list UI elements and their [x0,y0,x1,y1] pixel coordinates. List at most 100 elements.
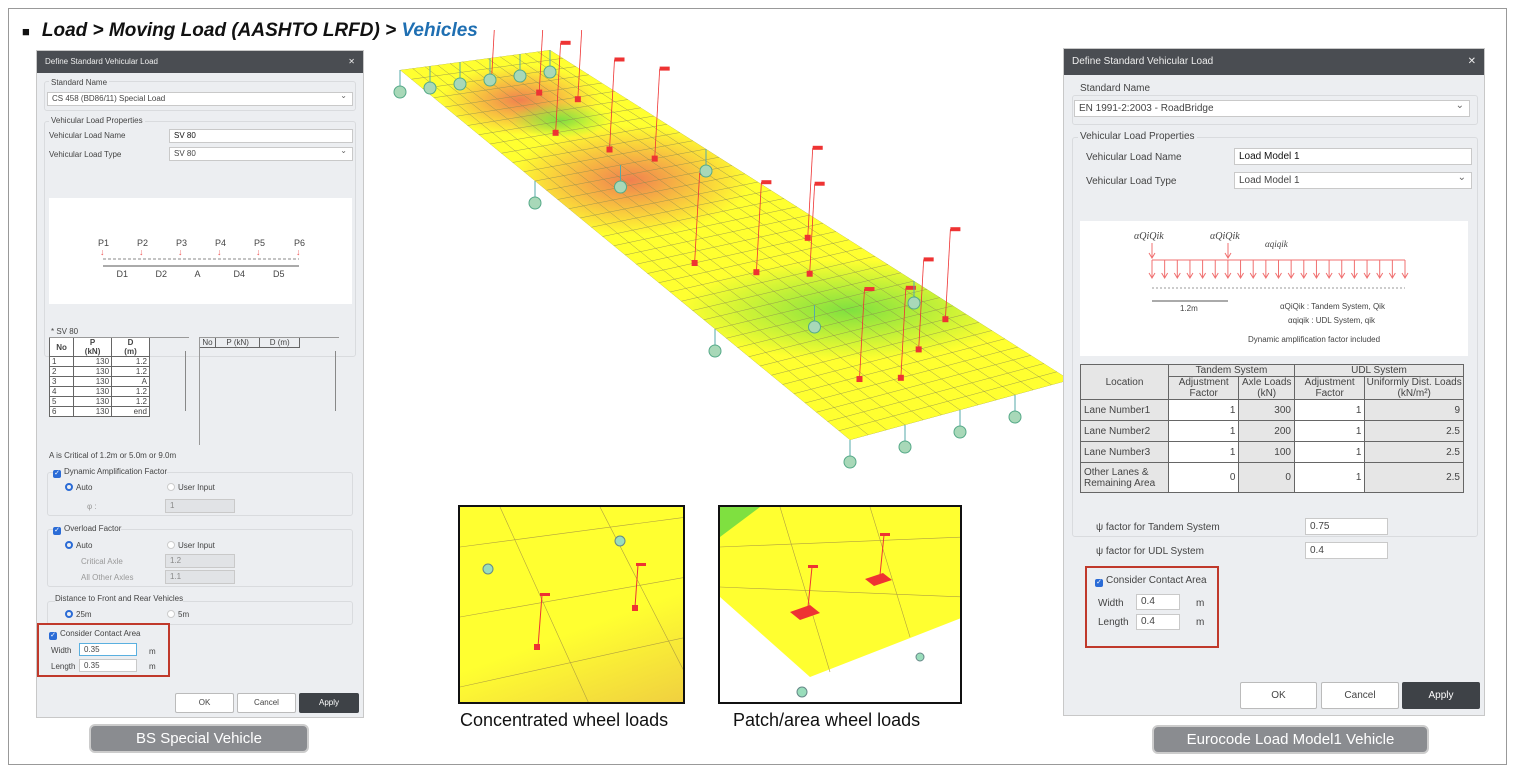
table-cell[interactable]: 2.5 [1364,462,1464,493]
label-bs-special-vehicle: BS Special Vehicle [89,724,309,753]
support-icon [528,181,542,210]
daf-checkbox[interactable]: ✓Dynamic Amplification Factor [53,467,168,478]
tandem-arrow-icon [1224,243,1232,259]
load-model-diagram-svg [1148,243,1409,302]
props-label: Vehicular Load Properties [1078,131,1197,142]
table-cell[interactable]: 1 [1293,399,1366,421]
lane-name: Other Lanes & Remaining Area [1080,462,1169,493]
width-input[interactable]: 0.35 [79,643,137,656]
table-cell[interactable]: 2.5 [1364,441,1464,463]
dist-5m-radio[interactable]: 5m [167,610,189,619]
wheel-load-marker [753,180,772,276]
load-name-input[interactable]: Load Model 1 [1234,148,1472,165]
standard-name-select[interactable]: CS 458 (BD86/11) Special Load [47,92,353,106]
table-cell[interactable]: 1 [1167,399,1240,421]
load-type-label: Vehicular Load Type [49,150,122,159]
table-cell[interactable]: 9 [1364,399,1464,421]
udl-arrow-icon [1148,260,1156,279]
table-cell[interactable]: 1 [1293,420,1366,442]
critical-axle-input[interactable]: 1.2 [165,554,235,568]
daf-auto-radio[interactable]: Auto [65,483,92,492]
table-caption: * SV 80 [51,327,79,336]
table-cell[interactable]: 1 [1167,441,1240,463]
psi-udl-label: ψ factor for UDL System [1096,546,1204,557]
width-unit: m [149,647,156,656]
table-cell[interactable]: 1 [1293,441,1366,463]
length-unit: m [149,662,156,671]
support-icon [453,62,467,91]
span-label: D2 [155,269,168,279]
support-icon [699,149,713,178]
length-input[interactable]: 0.35 [79,659,137,672]
psi-udl-input[interactable]: 0.4 [1305,542,1388,559]
overload-checkbox[interactable]: ✓Overload Factor [53,524,122,535]
load-type-select[interactable]: SV 80 [169,147,353,161]
table-cell[interactable]: 200 [1238,420,1295,442]
support-icon [614,165,627,194]
udl-arrow-icon [1161,260,1169,279]
contact-area-checkbox[interactable]: ✓Consider Contact Area [49,629,141,640]
contact-area-checkbox[interactable]: ✓Consider Contact Area [1095,575,1207,587]
ok-button[interactable]: OK [1240,682,1317,709]
dist-25m-radio[interactable]: 25m [65,610,92,619]
highlight-box [1085,566,1219,648]
span-label: A [194,269,201,279]
psi-tandem-input[interactable]: 0.75 [1305,518,1388,535]
col-d: D (m) [259,337,300,348]
tandem-load-label-1: αQiQik [1134,231,1164,242]
close-icon[interactable]: ✕ [1467,56,1476,67]
legend-tandem: αQiQik : Tandem System, Qik [1280,302,1385,311]
table-cell[interactable]: 1 [1293,462,1366,493]
slide-frame [8,8,1507,765]
props-label: Vehicular Load Properties [49,116,145,125]
length-unit: m [1196,617,1205,628]
other-axles-input[interactable]: 1.1 [165,570,235,584]
table-cell[interactable]: 0 [1238,462,1295,493]
support-icon [953,410,967,439]
width-input[interactable]: 0.4 [1136,594,1180,610]
col-tandem: Tandem System [1168,364,1295,377]
page-title: ■Load > Moving Load (AASHTO LRFD) > Vehi… [22,20,478,41]
caption-concentrated: Concentrated wheel loads [460,710,669,730]
table-cell[interactable]: 300 [1238,399,1295,421]
width-label: Width [1098,598,1124,609]
close-icon[interactable]: ✕ [348,57,355,66]
arrow-down-icon: ↓ [256,247,261,257]
overload-user-radio[interactable]: User Input [167,541,215,550]
arrow-down-icon: ↓ [100,247,105,257]
phi-label: φ : [87,502,97,511]
udl-arrow-icon [1325,260,1333,279]
apply-button[interactable]: Apply [1402,682,1480,709]
cancel-button[interactable]: Cancel [1321,682,1399,709]
scrollbar-2[interactable] [335,351,336,411]
overload-auto-radio[interactable]: Auto [65,541,92,550]
support-icon [393,70,407,99]
wheel-load-marker [856,287,875,383]
daf-user-radio[interactable]: User Input [167,483,215,492]
standard-name-select[interactable]: EN 1991-2:2003 - RoadBridge [1074,100,1470,117]
load-name-input[interactable]: SV 80 [169,129,353,143]
lane-name: Lane Number2 [1080,420,1169,442]
col-udl-adj: Adjustment Factor [1293,376,1366,400]
scrollbar[interactable] [185,351,186,411]
table-cell[interactable]: 100 [1238,441,1295,463]
support-icon [513,54,527,83]
table-cell[interactable]: 2.5 [1364,420,1464,442]
wheel-load-marker [942,227,961,323]
support-icon [907,281,921,310]
ok-button[interactable]: OK [175,693,234,713]
length-label: Length [1098,617,1129,628]
phi-input[interactable]: 1 [165,499,235,513]
table-cell[interactable]: 0 [1167,462,1240,493]
concentrated-load-inset [458,505,685,704]
arrow-down-icon: ↓ [139,247,144,257]
load-type-select[interactable]: Load Model 1 [1234,172,1472,189]
cancel-button[interactable]: Cancel [237,693,296,713]
length-input[interactable]: 0.4 [1136,614,1180,630]
load-label: P3 [176,238,188,248]
apply-button[interactable]: Apply [299,693,359,713]
table-cell[interactable]: 1 [1167,420,1240,442]
